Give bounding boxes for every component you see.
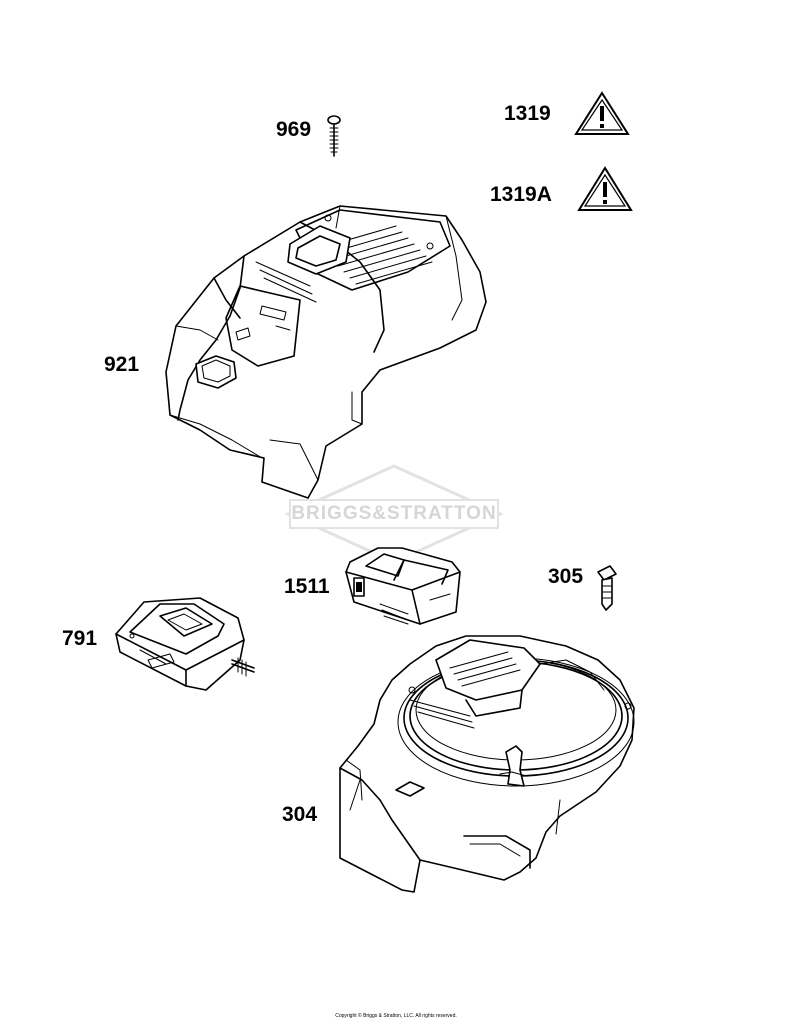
blower-housing-921: [165, 205, 487, 499]
part-label-791: 791: [62, 627, 98, 650]
battery-pack-1511: [345, 547, 461, 625]
part-label-1511: 1511: [284, 575, 330, 598]
fan-housing-304: [339, 635, 635, 893]
warning-label-1319: [574, 91, 630, 135]
part-label-1319: 1319: [504, 102, 551, 125]
bolt-305: [597, 565, 617, 611]
copyright-notice: Copyright © Briggs & Stratton, LLC. All …: [335, 1013, 457, 1019]
screw-969: [327, 115, 341, 157]
charger-791: [115, 597, 255, 691]
part-label-921: 921: [104, 353, 140, 376]
part-label-305: 305: [548, 565, 584, 588]
brand-watermark-text: BRIGGS&STRATTON: [291, 503, 497, 524]
part-label-1319a: 1319A: [490, 183, 552, 206]
part-label-304: 304: [282, 803, 318, 826]
warning-label-1319a: [577, 166, 633, 211]
part-label-969: 969: [276, 118, 312, 141]
